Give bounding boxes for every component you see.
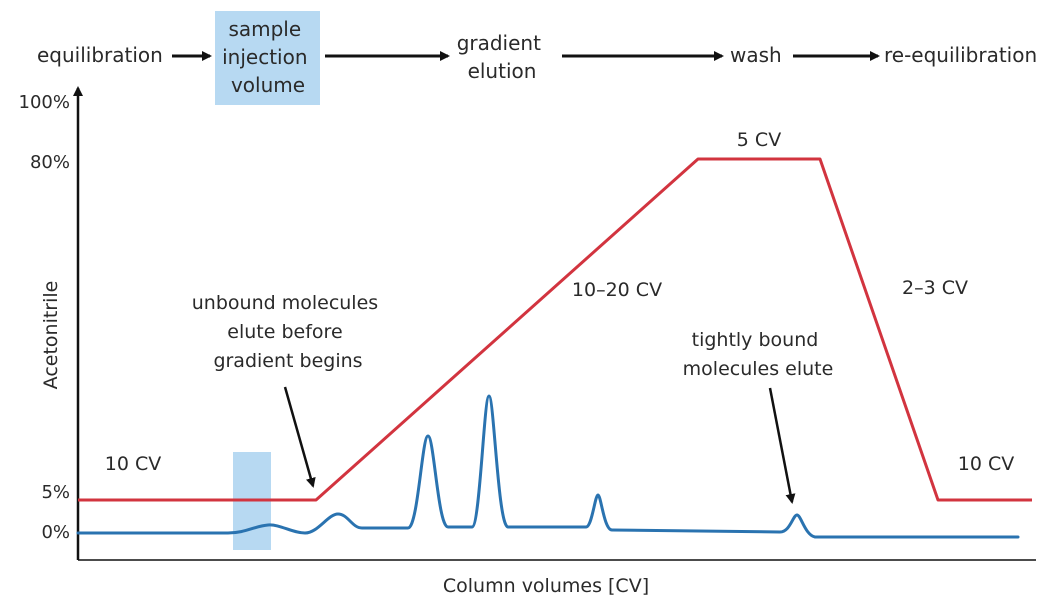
x-axis-label: Column volumes [CV] bbox=[443, 575, 649, 597]
label-re-equilibration-cv: 10 CV bbox=[958, 453, 1014, 475]
step-equilibration: equilibration bbox=[37, 43, 163, 67]
sample-injection-highlight bbox=[215, 11, 320, 105]
y-tick-0: 0% bbox=[41, 522, 70, 543]
label-equilibration-cv: 10 CV bbox=[105, 453, 161, 475]
chromatogram-trace bbox=[76, 394, 1020, 539]
label-wash-cv: 5 CV bbox=[737, 129, 781, 151]
annotation-tightly-bound-arrow bbox=[768, 387, 796, 504]
annotation-tightly-bound: tightly bound molecules elute bbox=[683, 329, 834, 380]
y-tick-80: 80% bbox=[30, 152, 70, 173]
step-gradient-elution: gradient elution bbox=[457, 31, 548, 83]
y-tick-5: 5% bbox=[41, 482, 70, 503]
gradient-profile-line bbox=[78, 157, 1032, 502]
label-gradient-cv: 10–20 CV bbox=[572, 279, 662, 301]
y-tick-100: 100% bbox=[19, 92, 70, 113]
annotation-unbound: unbound molecules elute before gradient … bbox=[192, 292, 384, 372]
step-wash: wash bbox=[730, 43, 782, 67]
label-step-down-cv: 2–3 CV bbox=[902, 277, 968, 299]
y-axis-label: Acetonitrile bbox=[40, 281, 62, 390]
annotation-unbound-arrow bbox=[283, 386, 316, 488]
step-re-equilibration: re-equilibration bbox=[884, 43, 1037, 67]
step-sample-injection: sample injection volume bbox=[222, 17, 314, 97]
